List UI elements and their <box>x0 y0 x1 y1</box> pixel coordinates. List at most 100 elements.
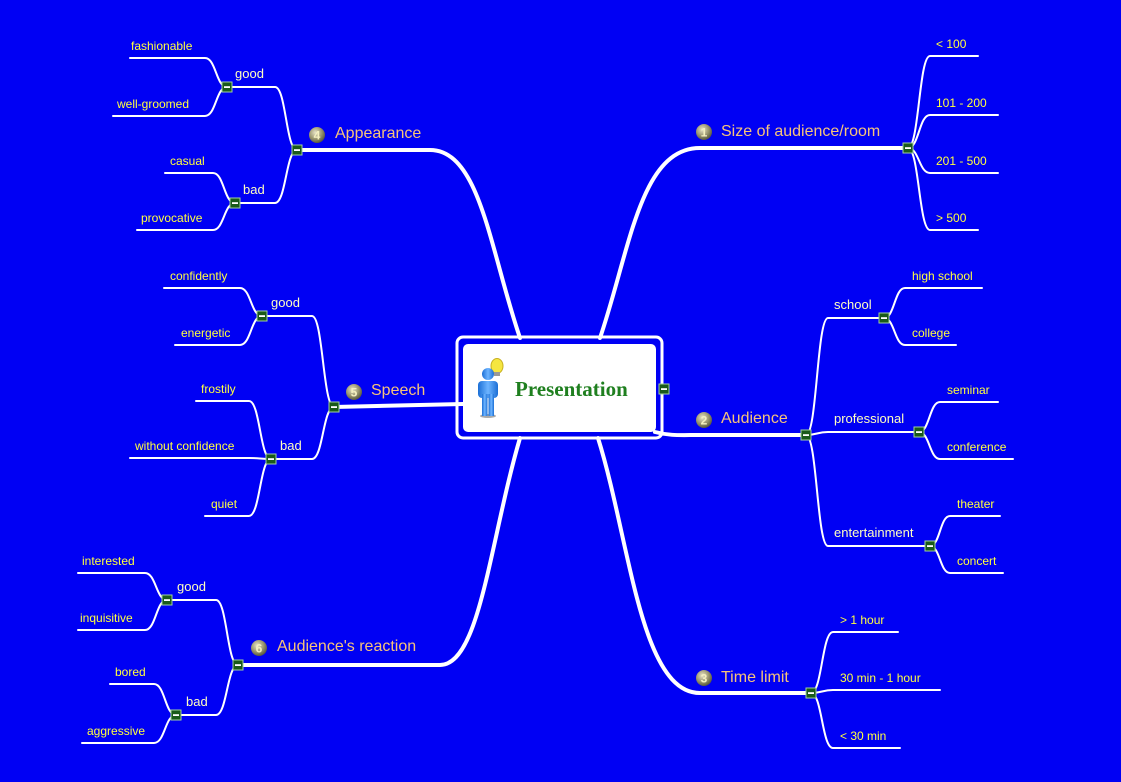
minus-icon <box>164 599 170 601</box>
leaf-topic-label[interactable]: fashionable <box>131 39 193 53</box>
leaf-topic-label[interactable]: < 100 <box>936 37 967 51</box>
collapse-toggle[interactable] <box>232 659 244 671</box>
leaf-line <box>810 689 941 694</box>
main-topic-label[interactable]: Appearance <box>335 125 421 142</box>
collapse-toggle[interactable] <box>328 401 340 413</box>
collapse-toggle[interactable] <box>170 709 182 721</box>
leaf-topic-label[interactable]: energetic <box>181 326 230 340</box>
minus-icon <box>916 431 922 433</box>
collapse-toggle[interactable] <box>265 453 277 465</box>
subtopic-label[interactable]: bad <box>280 438 302 453</box>
topic-number-badge: 6 <box>251 640 267 656</box>
leaf-topic-label[interactable]: bored <box>115 665 146 679</box>
leaf-topic-label[interactable]: > 1 hour <box>840 613 884 627</box>
leaf-line <box>907 114 999 149</box>
leaf-line <box>109 683 177 716</box>
collapse-toggle[interactable] <box>658 383 670 395</box>
minus-icon <box>235 664 241 666</box>
subtopic-label[interactable]: bad <box>186 694 208 709</box>
main-topic-label[interactable]: Audience's reaction <box>277 638 416 655</box>
minus-icon <box>661 388 667 390</box>
collapse-toggle[interactable] <box>221 81 233 93</box>
topic-number: 4 <box>314 129 321 143</box>
collapse-toggle[interactable] <box>800 429 812 441</box>
subtopic-label[interactable]: entertainment <box>834 525 914 540</box>
leaf-topic-label[interactable]: confidently <box>170 269 227 283</box>
subtopic-label[interactable]: professional <box>834 411 904 426</box>
leaf-topic-label[interactable]: interested <box>82 554 135 568</box>
leaf-topic-label[interactable]: 101 - 200 <box>936 96 987 110</box>
leaf-line <box>163 287 263 317</box>
leaf-line <box>129 457 272 460</box>
main-topic-label[interactable]: Size of audience/room <box>721 123 880 140</box>
subtopic-label[interactable]: school <box>834 297 872 312</box>
leaf-topic-label[interactable]: without confidence <box>134 439 235 453</box>
minus-icon <box>259 315 265 317</box>
leaf-topic-label[interactable]: high school <box>912 269 973 283</box>
collapse-toggle[interactable] <box>878 312 890 324</box>
leaf-line <box>164 172 236 204</box>
minus-icon <box>881 317 887 319</box>
collapse-toggle[interactable] <box>161 594 173 606</box>
main-branch-line <box>332 402 465 409</box>
leaf-topic-label[interactable]: 30 min - 1 hour <box>840 671 921 685</box>
central-topic-title: Presentation <box>515 377 628 401</box>
topic-number: 5 <box>351 386 358 400</box>
collapse-toggle[interactable] <box>805 687 817 699</box>
collapse-toggle[interactable] <box>902 142 914 154</box>
leaf-line <box>129 57 228 88</box>
topic-number-badge: 3 <box>696 670 712 686</box>
topic-number-badge: 5 <box>346 384 362 400</box>
main-branch-line <box>596 436 813 695</box>
main-topic-label[interactable]: Time limit <box>721 669 789 686</box>
leaf-topic-label[interactable]: 201 - 500 <box>936 154 987 168</box>
subtopic-line <box>805 431 920 436</box>
collapse-toggle[interactable] <box>924 540 936 552</box>
main-topic-label[interactable]: Speech <box>371 382 425 399</box>
collapse-toggle[interactable] <box>913 426 925 438</box>
leaf-topic-label[interactable]: aggressive <box>87 724 145 738</box>
main-branch-line <box>653 430 808 438</box>
topic-number: 2 <box>701 414 708 428</box>
person-lightbulb-icon <box>478 358 504 418</box>
leaf-topic-label[interactable]: college <box>912 326 950 340</box>
collapse-toggle[interactable] <box>229 197 241 209</box>
minus-icon <box>294 149 300 151</box>
leaf-topic-label[interactable]: > 500 <box>936 211 967 225</box>
leaf-topic-label[interactable]: conference <box>947 440 1007 454</box>
minus-icon <box>232 202 238 204</box>
subtopic-label[interactable]: good <box>271 295 300 310</box>
leaf-topic-label[interactable]: < 30 min <box>840 729 886 743</box>
collapse-toggle[interactable] <box>291 144 303 156</box>
leaf-topic-label[interactable]: seminar <box>947 383 990 397</box>
minus-icon <box>905 147 911 149</box>
leaf-line <box>929 515 1001 547</box>
minus-icon <box>803 434 809 436</box>
leaf-topic-label[interactable]: casual <box>170 154 205 168</box>
subtopic-label[interactable]: good <box>177 579 206 594</box>
topic-number-badge: 2 <box>696 412 712 428</box>
leaf-topic-label[interactable]: concert <box>957 554 997 568</box>
subtopic-label[interactable]: bad <box>243 182 265 197</box>
subtopic-line <box>261 315 335 408</box>
main-topic-label[interactable]: Audience <box>721 410 788 427</box>
leaf-topic-label[interactable]: inquisitive <box>80 611 133 625</box>
leaf-topic-label[interactable]: theater <box>957 497 994 511</box>
subtopic-label[interactable]: good <box>235 66 264 81</box>
leaf-topic-label[interactable]: frostily <box>201 382 236 396</box>
leaf-line <box>918 401 999 433</box>
leaf-line <box>77 572 168 601</box>
minus-icon <box>927 545 933 547</box>
central-topic[interactable]: Presentation <box>455 335 664 440</box>
topic-number: 1 <box>701 126 708 140</box>
collapse-toggle[interactable] <box>256 310 268 322</box>
leaf-topic-label[interactable]: quiet <box>211 497 238 511</box>
leaf-topic-label[interactable]: provocative <box>141 211 203 225</box>
leaf-topic-label[interactable]: well-groomed <box>116 97 189 111</box>
topic-number: 3 <box>701 672 708 686</box>
minus-icon <box>224 86 230 88</box>
leaf-line <box>883 287 983 319</box>
subtopic-line <box>226 86 298 151</box>
topic-number-badge: 1 <box>696 124 712 140</box>
